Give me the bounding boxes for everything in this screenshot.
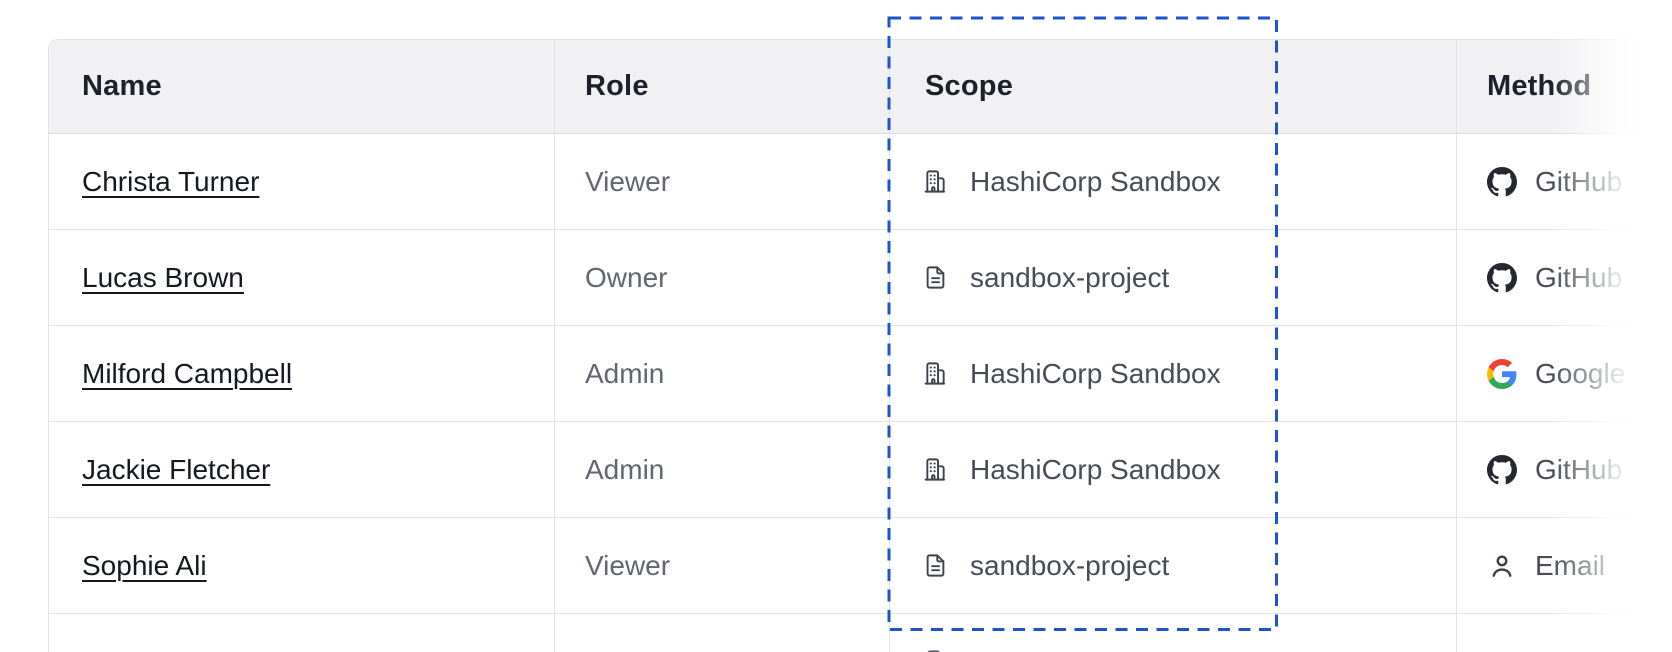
role-text: Admin (585, 453, 665, 485)
org-icon (923, 648, 950, 652)
column-divider (1456, 40, 1457, 652)
org-icon (922, 360, 949, 387)
method-cell: GitHub (1487, 134, 1622, 229)
role-text: Viewer (585, 549, 671, 581)
github-icon (1487, 167, 1517, 197)
scope-text: sandbox-project (970, 261, 1170, 293)
file-icon (922, 552, 949, 579)
column-divider (889, 40, 890, 652)
method-cell: Email (1487, 518, 1605, 613)
scope-text: HashiCorp Sandbox (970, 453, 1221, 485)
table-row: Lucas Brown Owner sandbox-project GitHub (49, 230, 1672, 326)
name-cell: Sophie Ali (82, 518, 207, 613)
column-header-name: Name (82, 70, 162, 102)
scope-text: HashiCorp Sandbox (970, 165, 1221, 197)
partial-table-row (49, 614, 1672, 652)
name-cell: Lucas Brown (82, 230, 244, 325)
table-row: Christa Turner Viewer HashiCorp Sandbox … (49, 134, 1672, 230)
scope-text: HashiCorp Sandbox (970, 357, 1221, 389)
scope-cell: HashiCorp Sandbox (922, 134, 1221, 229)
scope-cell: sandbox-project (922, 230, 1169, 325)
scope-cell: sandbox-project (922, 518, 1169, 613)
method-cell: GitHub (1487, 422, 1622, 517)
name-link[interactable]: Christa Turner (82, 165, 260, 197)
table-body: Christa Turner Viewer HashiCorp Sandbox … (49, 134, 1672, 614)
method-cell: GitHub (1487, 230, 1622, 325)
table-header: Name Role Scope Method (49, 40, 1672, 134)
name-link[interactable]: Sophie Ali (82, 549, 207, 581)
method-text: GitHub (1535, 165, 1623, 197)
method-text: Email (1535, 549, 1606, 581)
org-icon (922, 456, 949, 483)
user-icon (1487, 551, 1517, 581)
name-link[interactable]: Lucas Brown (82, 261, 244, 293)
table-row: Jackie Fletcher Admin HashiCorp Sandbox … (49, 422, 1672, 518)
role-cell: Viewer (585, 518, 670, 613)
method-cell: Google (1487, 326, 1625, 421)
method-text: Google (1535, 357, 1626, 389)
org-icon (922, 168, 949, 195)
role-text: Viewer (585, 165, 671, 197)
google-icon (1487, 359, 1517, 389)
github-icon (1487, 263, 1517, 293)
role-text: Owner (585, 261, 668, 293)
name-link[interactable]: Milford Campbell (82, 357, 293, 389)
scope-text: sandbox-project (970, 549, 1170, 581)
name-link[interactable]: Jackie Fletcher (82, 453, 271, 485)
scope-cell: HashiCorp Sandbox (922, 422, 1221, 517)
column-divider (554, 40, 555, 652)
method-text: GitHub (1535, 261, 1623, 293)
role-text: Admin (585, 357, 665, 389)
column-header-role: Role (585, 70, 649, 102)
column-header-method: Method (1487, 70, 1592, 102)
name-cell: Jackie Fletcher (82, 422, 270, 517)
role-cell: Admin (585, 326, 664, 421)
file-icon (922, 264, 949, 291)
method-text: GitHub (1535, 453, 1623, 485)
github-icon (1487, 455, 1517, 485)
column-header-scope: Scope (925, 70, 1014, 102)
name-cell: Christa Turner (82, 134, 259, 229)
role-cell: Admin (585, 422, 664, 517)
name-cell: Milford Campbell (82, 326, 292, 421)
role-cell: Owner (585, 230, 667, 325)
role-cell: Viewer (585, 134, 670, 229)
members-table: Name Role Scope Method Christa Turner Vi… (48, 39, 1672, 652)
table-row: Sophie Ali Viewer sandbox-project Email (49, 518, 1672, 614)
scope-cell: HashiCorp Sandbox (922, 326, 1221, 421)
table-row: Milford Campbell Admin HashiCorp Sandbox… (49, 326, 1672, 422)
